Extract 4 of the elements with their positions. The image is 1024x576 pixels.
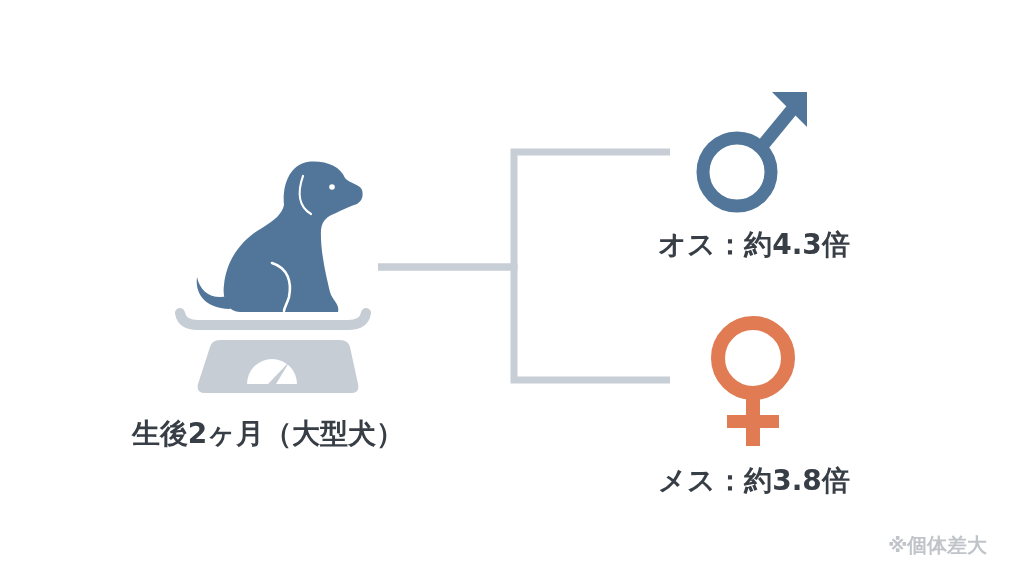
caption-text: 生後2ヶ月（大型犬） bbox=[131, 417, 405, 451]
note-text: ※個体差大 bbox=[888, 533, 988, 557]
ratio-text: オス：約4.3倍 bbox=[658, 228, 850, 262]
ratio-text: メス：約3.8倍 bbox=[658, 464, 850, 498]
